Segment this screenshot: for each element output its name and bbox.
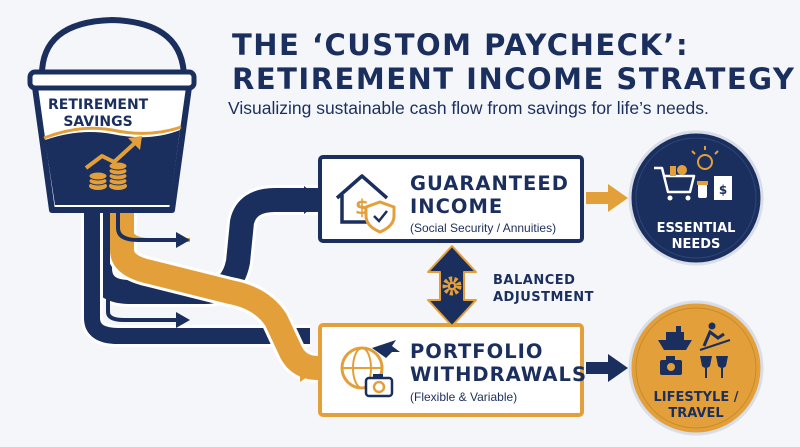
globe-plane-camera-icon [340, 340, 400, 398]
lifestyle-label-line-1: LIFESTYLE / [653, 390, 739, 405]
growth-arrow-icon [84, 136, 142, 170]
lifestyle-travel-circle [628, 300, 764, 436]
bucket-label-line-1: RETIREMENT [48, 97, 149, 113]
subtitle: Visualizing sustainable cash flow from s… [228, 98, 709, 118]
coins-icon [88, 161, 128, 190]
house-shield-dollar-icon: $ [335, 174, 396, 234]
essential-needs-circle: $ [628, 130, 764, 266]
portfolio-title-line-1: PORTFOLIO [410, 340, 544, 363]
guaranteed-title-line-1: GUARANTEED [410, 172, 569, 195]
svg-text:$: $ [719, 183, 727, 197]
guaranteed-title-line-2: INCOME [410, 195, 504, 218]
essential-label-line-1: ESSENTIAL [656, 221, 736, 236]
essential-label-line-2: NEEDS [671, 237, 721, 252]
title-line-2: RETIREMENT INCOME STRATEGY [232, 62, 796, 96]
balanced-label-line-1: BALANCED [493, 273, 576, 288]
ship-skier-camera-wine-icon [658, 322, 731, 378]
guaranteed-subtitle: (Social Security / Annuities) [410, 221, 557, 235]
arrow-to-lifestyle [586, 354, 628, 382]
gear-icon [442, 276, 462, 296]
balanced-label-line-2: ADJUSTMENT [493, 290, 595, 305]
title-line-1: THE ‘CUSTOM PAYCHECK’: [232, 28, 690, 62]
portfolio-withdrawals-box [318, 323, 584, 417]
retirement-savings-bucket [27, 16, 197, 213]
cart-pills-bill-icon: $ [654, 146, 732, 201]
lifestyle-label-line-2: TRAVEL [668, 406, 724, 421]
flow-ribbons [81, 185, 322, 383]
portfolio-subtitle: (Flexible & Variable) [410, 390, 518, 404]
guaranteed-income-box: $ [318, 155, 584, 243]
portfolio-title-line-2: WITHDRAWALS [410, 363, 587, 386]
balanced-adjustment-arrow [427, 245, 477, 327]
arrow-to-essential-needs [586, 184, 628, 212]
bucket-label-line-2: SAVINGS [63, 114, 133, 130]
